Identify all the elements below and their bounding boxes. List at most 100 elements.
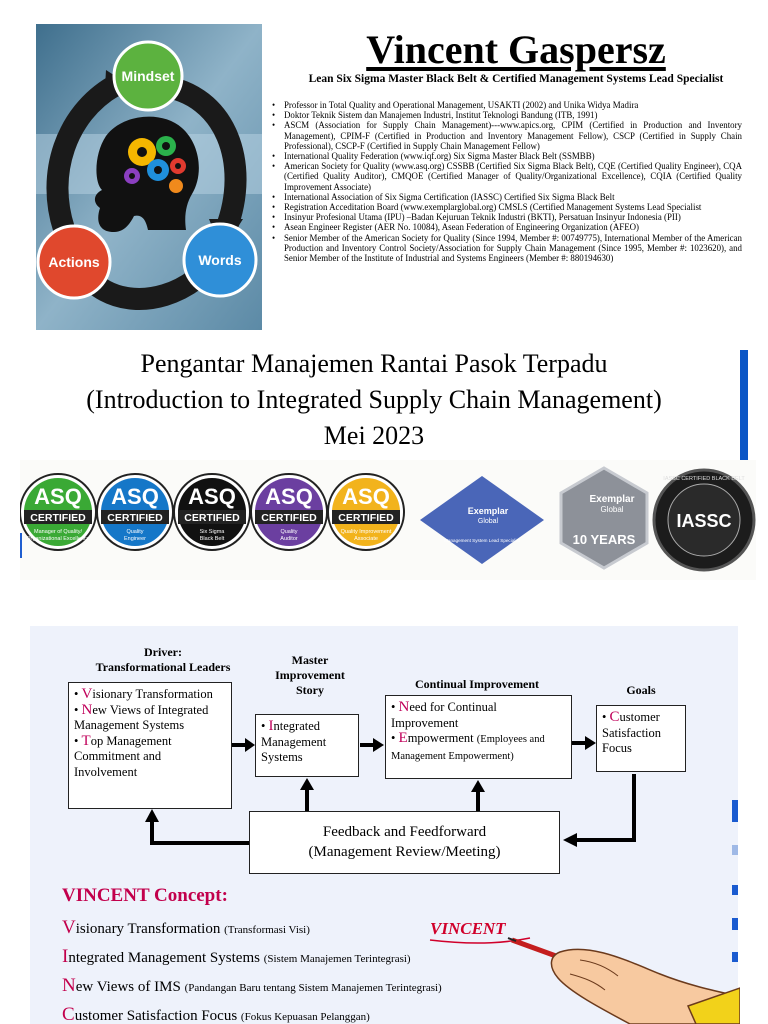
credential-item: ASCM (Association for Supply Chain Manag…	[272, 120, 742, 151]
ci-box: • Need for Continual Improvement • Empow…	[385, 695, 572, 779]
badge-desc: Associate	[354, 536, 378, 542]
badge-cert: CERTIFIED	[30, 512, 86, 524]
credential-item: International Quality Federation (www.iq…	[272, 151, 742, 161]
author-subtitle: Lean Six Sigma Master Black Belt & Certi…	[308, 73, 724, 85]
author-name: Vincent Gaspersz	[366, 27, 666, 72]
badge-brand: ASQ	[265, 484, 313, 509]
concept-row: New Views of IMS (Pandangan Baru tentang…	[62, 975, 442, 996]
badge-cert: CERTIFIED	[261, 512, 317, 524]
concept-row: Customer Satisfaction Focus (Fokus Kepua…	[62, 1004, 370, 1024]
exemplar-10-years: 10 YEARS	[573, 532, 636, 547]
driver-item: • Visionary Transformation	[74, 686, 213, 702]
driver-item: • Top Management Commitment and Involvem…	[74, 732, 172, 779]
iassc-name: IASSC	[676, 511, 731, 531]
course-title-id: Pengantar Manajemen Rantai Pasok Terpadu	[140, 349, 608, 378]
concept-row: Integrated Management Systems (Sistem Ma…	[62, 946, 411, 967]
credential-item: American Society for Quality (www.asq.or…	[272, 161, 742, 192]
concept-row: Visionary Transformation (Transformasi V…	[62, 917, 310, 938]
credential-item: International Association of Six Sigma C…	[272, 192, 742, 202]
ci-item: • Empowerment (Employees and Management …	[391, 730, 545, 762]
actions-label: Actions	[48, 254, 100, 270]
words-circle	[182, 222, 258, 298]
iassc-ring-text: IASSC CERTIFIED BLACK BELT	[663, 476, 745, 482]
badge-band	[178, 510, 246, 524]
decorative-mark	[732, 952, 738, 962]
decorative-mark	[732, 918, 738, 930]
badge-desc: Quality	[126, 529, 143, 535]
course-date: Mei 2023	[323, 421, 425, 450]
ci-item: • Need for Continual Improvement	[391, 699, 497, 730]
iassc-badge: IASSC IASSC CERTIFIED BLACK BELT	[652, 468, 756, 572]
mindset-illustration: Mindset Actions Words	[36, 24, 262, 330]
iassc-inner	[667, 483, 741, 557]
concept-title: VINCENT Concept:	[62, 885, 228, 906]
asq-badge: ASQ CERTIFIED Manager of Quality/Organizat…	[19, 473, 97, 551]
badge-band	[24, 510, 92, 524]
words-label: Words	[198, 252, 242, 268]
exemplar-diamond	[420, 476, 544, 564]
story-item: • Integrated Management Systems	[261, 718, 327, 764]
mindset-label: Mindset	[122, 68, 175, 84]
driver-item: • New Views of Integrated Management Sys…	[74, 701, 209, 732]
badge-desc: Auditor	[280, 536, 298, 542]
badge-brand: ASQ	[188, 484, 236, 509]
exemplar-10-sub: Global	[600, 505, 623, 514]
exemplar-sub: Global	[478, 518, 499, 525]
goals-header: Goals	[626, 683, 656, 697]
feedback-box: Feedback and Feedforward (Management Rev…	[249, 811, 560, 874]
certification-badges: ASQ CERTIFIED Manager of Quality/Organizat…	[19, 460, 756, 580]
badge-band	[332, 510, 400, 524]
badge-desc: Quality	[280, 529, 297, 535]
badge-brand: ASQ	[342, 484, 390, 509]
decorative-mark	[732, 845, 738, 855]
mindset-head-graphic: Mindset Actions Words	[36, 24, 262, 330]
exemplar-desc: Management System Lead Specialist	[444, 538, 521, 543]
driver-box: • Visionary Transformation • New Views o…	[68, 682, 232, 809]
goal-item: • Customer Satisfaction Focus	[602, 709, 662, 755]
credential-item: Doktor Teknik Sistem dan Manajemen Indus…	[272, 110, 742, 120]
badge-brand: ASQ	[34, 484, 82, 509]
course-title-block: Pengantar Manajemen Rantai Pasok Terpadu…	[20, 346, 728, 454]
credential-item: Insinyur Profesional Utama (IPU) –Badan …	[272, 212, 742, 222]
mindset-circle	[112, 40, 184, 112]
badge-desc: Black Belt	[200, 536, 225, 542]
badge-cert: CERTIFIED	[184, 512, 240, 524]
badge-band	[255, 510, 323, 524]
badge-brand: ASQ	[111, 484, 159, 509]
badge-desc: Six Sigma	[200, 529, 226, 535]
badge-cert: CERTIFIED	[107, 512, 163, 524]
exemplar-10-name: Exemplar	[589, 494, 634, 505]
driver-header: Driver: Transformational Leaders	[95, 645, 231, 674]
badge-band	[101, 510, 169, 524]
decorative-mark	[732, 885, 738, 895]
badges-graphic: ASQ CERTIFIED Manager of Quality/Organizat…	[19, 466, 756, 572]
badge-cert: CERTIFIED	[338, 512, 394, 524]
ci-header: Continual Improvement	[414, 677, 540, 691]
badge-desc: Engineer	[124, 536, 146, 542]
badge-desc: Organizational Excellence	[26, 536, 90, 542]
hand-writing-illustration: VINCENT	[429, 919, 740, 1024]
exemplar-10-hex	[559, 466, 649, 570]
badge-desc: Manager of Quality/	[34, 529, 82, 535]
credential-item: Registration Acceditation Board (www.exe…	[272, 202, 742, 212]
badge-desc: Quality Improvement	[341, 529, 392, 535]
credential-item: Professor in Total Quality and Operation…	[272, 100, 742, 110]
credentials-list: Professor in Total Quality and Operation…	[272, 100, 742, 263]
exemplar-name: Exemplar	[468, 506, 509, 516]
decorative-mark	[732, 800, 738, 822]
handwriting-text: VINCENT	[430, 919, 506, 938]
actions-circle	[36, 224, 112, 300]
course-title-en: (Introduction to Integrated Supply Chain…	[86, 385, 662, 414]
story-header: Master Improvement Story	[275, 653, 345, 697]
decorative-bar	[740, 350, 748, 467]
goals-box: • Customer Satisfaction Focus	[596, 705, 686, 772]
story-box: • Integrated Management Systems	[255, 714, 359, 777]
credential-item: Asean Engineer Register (AER No. 10084),…	[272, 222, 742, 232]
